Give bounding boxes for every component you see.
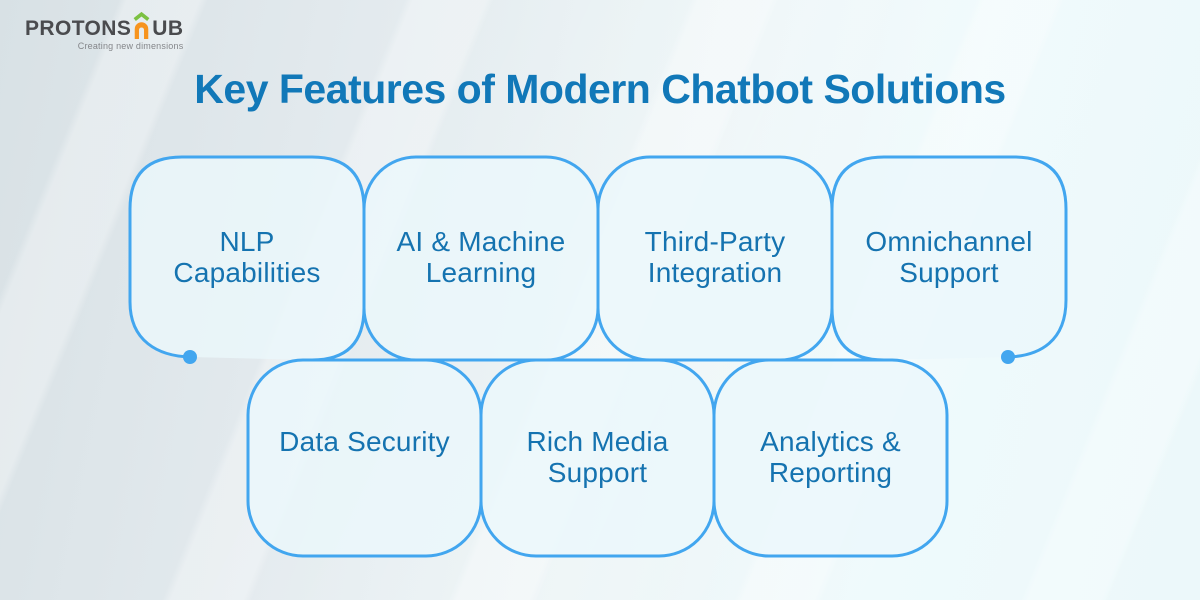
card-label-line: NLP (219, 226, 275, 257)
card-label-line: Third-Party (644, 226, 786, 257)
card-label-line: Support (899, 257, 999, 288)
logo-wordmark-left: PROTONS (25, 17, 132, 40)
card-label-line: Data Security (279, 426, 450, 457)
logo-tagline: Creating new dimensions (77, 41, 184, 51)
bubble-analytics-reporting (712, 358, 949, 558)
logo-house-icon (133, 11, 150, 39)
card-label-line: Omnichannel (865, 226, 1033, 257)
card-label-nlp-capabilities: NLP Capabilities (130, 226, 364, 288)
card-label-data-security: Data Security (248, 426, 481, 457)
page-title: Key Features of Modern Chatbot Solutions (194, 66, 1006, 112)
card-label-line: Reporting (768, 457, 893, 488)
card-label-line: Capabilities (173, 257, 321, 288)
bubble-omnichannel-support (830, 155, 1068, 362)
logo-wordmark: PROTONS UB (25, 11, 183, 39)
right-tail-dot (1001, 350, 1015, 364)
card-label-line: Analytics & (760, 426, 901, 457)
card-label-omnichannel-support: Omnichannel Support (832, 226, 1066, 288)
card-label-third-party-integration: Third-Party Integration (598, 226, 832, 288)
card-label-analytics-reporting: Analytics & Reporting (714, 426, 947, 488)
card-label-line: Learning (425, 257, 537, 288)
protonshub-logo: PROTONS UB Creating new dimensions (25, 11, 183, 51)
card-label-line: AI & Machine (396, 226, 566, 257)
card-label-ai-machine-learning: AI & Machine Learning (364, 226, 598, 288)
left-tail-dot (183, 350, 197, 364)
card-label-line: Integration (647, 257, 783, 288)
card-label-line: Support (547, 457, 648, 488)
card-label-rich-media-support: Rich Media Support (481, 426, 714, 488)
logo-wordmark-right: UB (152, 17, 184, 40)
card-label-line: Rich Media (526, 426, 669, 457)
bubble-data-security (246, 358, 483, 558)
bubble-nlp-capabilities (128, 155, 366, 362)
